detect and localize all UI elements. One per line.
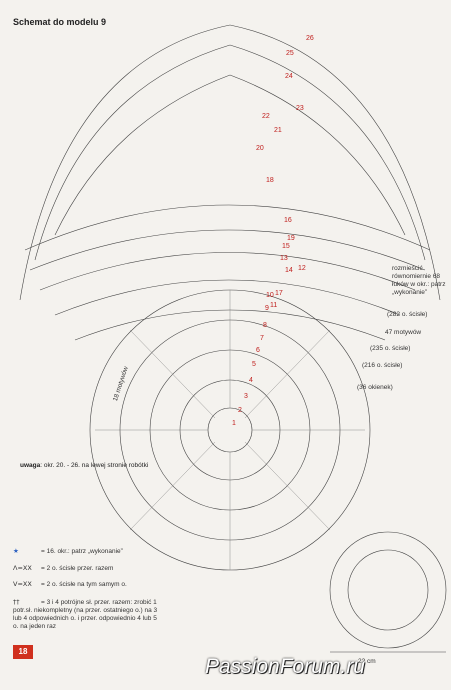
fan-arc-3 bbox=[54, 74, 231, 236]
round-6: 6 bbox=[256, 347, 260, 354]
note-motifs47: 47 motywów bbox=[385, 329, 422, 336]
legend-star: ★= 16. okr.: patrz „wykonanie” bbox=[13, 547, 123, 555]
round-16: 16 bbox=[284, 217, 292, 224]
round-24: 24 bbox=[285, 73, 293, 80]
star-icon: ★ bbox=[13, 547, 19, 555]
band-3 bbox=[39, 252, 416, 291]
round-11: 11 bbox=[270, 302, 277, 309]
note-216: (216 o. ścisłe) bbox=[362, 362, 403, 369]
decrease-icon: Λ=XX bbox=[13, 564, 32, 572]
round-22: 22 bbox=[262, 113, 270, 120]
round-1: 1 bbox=[232, 420, 236, 427]
note-235: (235 o. ścisłe) bbox=[370, 345, 411, 352]
preview-outline bbox=[329, 531, 447, 649]
round-4: 4 bbox=[249, 377, 253, 384]
round-18: 18 bbox=[266, 177, 274, 184]
round-23: 23 bbox=[296, 105, 304, 112]
round-12: 12 bbox=[298, 265, 306, 272]
fan-arc-1 bbox=[34, 44, 231, 261]
round-3: 3 bbox=[244, 393, 248, 400]
round-25: 25 bbox=[286, 50, 294, 57]
round-21: 21 bbox=[274, 127, 282, 134]
legend-decrease: Λ=XX= 2 o. ścisłe przer. razem bbox=[13, 564, 114, 572]
round-14: 14 bbox=[285, 267, 293, 274]
outer-fan-right bbox=[229, 24, 441, 301]
watermark: PassionForum.ru bbox=[205, 655, 365, 678]
round-2: 2 bbox=[238, 407, 242, 414]
fan-arc-4 bbox=[229, 74, 406, 236]
ring-5 bbox=[207, 407, 253, 453]
round-15: 15 bbox=[282, 243, 290, 250]
preview-inner bbox=[347, 549, 429, 631]
note-even: rozmieścić równomiernie 68 łuków w okr.:… bbox=[392, 265, 446, 296]
legend-increase: V=XX= 2 o. ścisłe na tym samym o. bbox=[13, 580, 127, 588]
band-1 bbox=[24, 204, 431, 251]
round-numbers: 26 25 24 23 22 21 20 19 18 17 16 15 14 1… bbox=[232, 35, 314, 427]
dimension-label: 22 cm bbox=[358, 658, 376, 665]
round-20: 20 bbox=[256, 145, 264, 152]
round-13: 13 bbox=[280, 255, 288, 262]
round-8: 8 bbox=[263, 322, 267, 329]
round-17: 17 bbox=[275, 290, 283, 297]
round-5: 5 bbox=[252, 361, 256, 368]
band-4 bbox=[54, 279, 401, 316]
increase-icon: V=XX bbox=[13, 580, 32, 588]
triple-stitch-icon: †† bbox=[13, 598, 20, 606]
uwaga-note: uwaga: okr. 20. - 26. na lewej stronie r… bbox=[20, 462, 149, 469]
round-19: 19 bbox=[287, 235, 295, 242]
fan-arc-2 bbox=[229, 44, 426, 261]
legend-triple: ††= 3 i 4 potrójne sł. przer. razem: zro… bbox=[13, 598, 158, 630]
page-title: Schemat do modelu 9 bbox=[13, 17, 107, 27]
round-9: 9 bbox=[265, 305, 269, 312]
note-282: (282 o. ścisłe) bbox=[387, 311, 428, 318]
round-7: 7 bbox=[260, 335, 264, 342]
round-10: 10 bbox=[266, 292, 274, 299]
band-2 bbox=[29, 229, 426, 271]
outer-fan-left bbox=[19, 24, 231, 301]
note-36: (36 okienek) bbox=[357, 384, 393, 391]
round-26: 26 bbox=[306, 35, 314, 42]
page-number: 18 bbox=[13, 645, 33, 659]
